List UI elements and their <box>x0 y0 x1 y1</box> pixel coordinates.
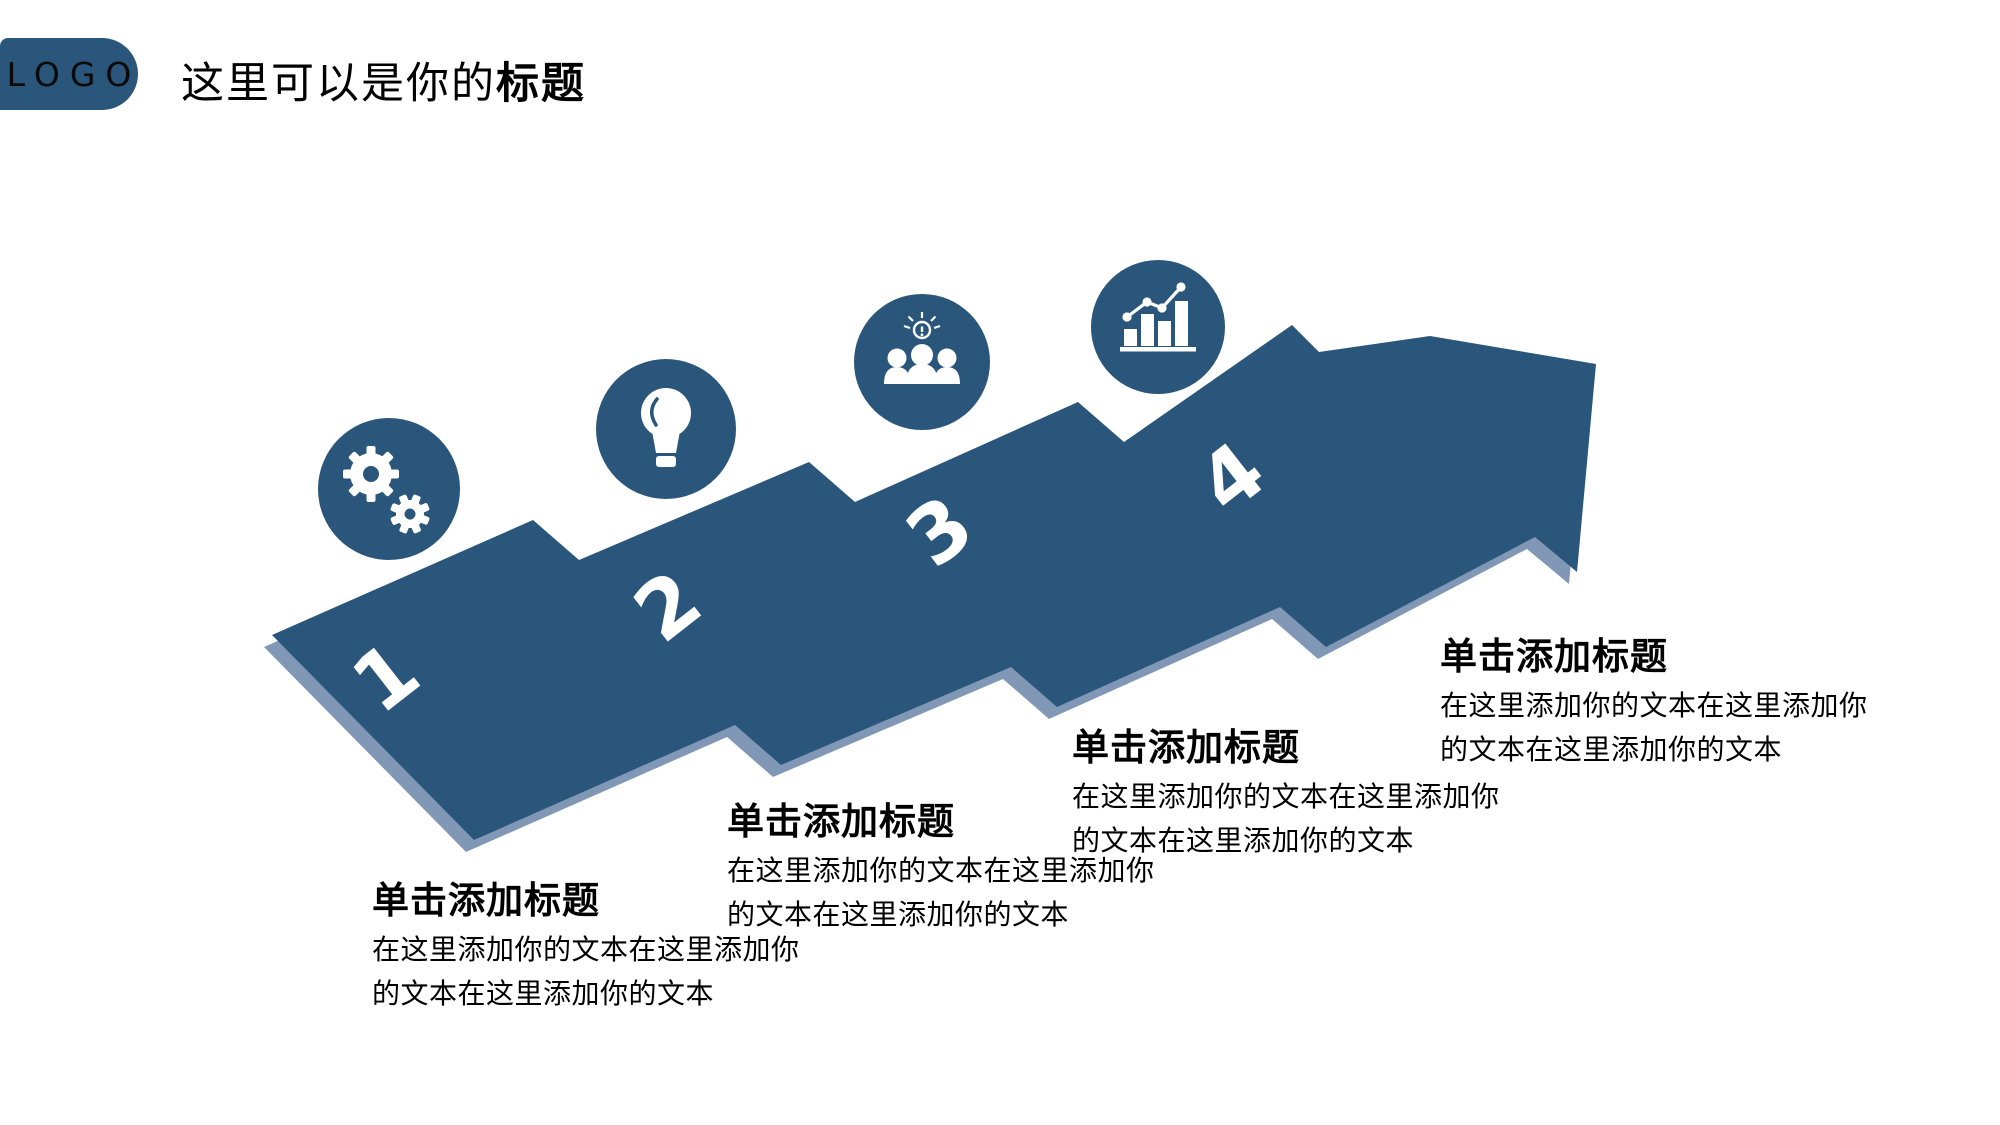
step2-heading: 单击添加标题 <box>727 800 955 843</box>
step3-body-line2: 的文本在这里添加你的文本 <box>1072 824 1415 857</box>
step2-icon-badge <box>596 359 736 499</box>
team-idea-icon <box>884 312 960 384</box>
step1-body-line2: 的文本在这里添加你的文本 <box>372 977 715 1010</box>
growth-chart-icon <box>1120 282 1196 352</box>
step2-body-line2: 的文本在这里添加你的文本 <box>727 898 1070 931</box>
logo-badge: LOGO <box>0 38 138 110</box>
step1-heading: 单击添加标题 <box>372 879 600 922</box>
step4-heading: 单击添加标题 <box>1440 635 1668 678</box>
page-title: 这里可以是你的标题 <box>181 51 586 109</box>
step1-body-line1: 在这里添加你的文本在这里添加你 <box>372 933 800 966</box>
lightbulb-icon <box>641 388 691 467</box>
step4-text-block: 单击添加标题 在这里添加你的文本在这里添加你 的文本在这里添加你的文本 <box>1440 632 1868 772</box>
step2-text-block: 单击添加标题 在这里添加你的文本在这里添加你 的文本在这里添加你的文本 <box>727 797 1155 937</box>
step3-body-line1: 在这里添加你的文本在这里添加你 <box>1072 780 1500 813</box>
step3-text-block: 单击添加标题 在这里添加你的文本在这里添加你 的文本在这里添加你的文本 <box>1072 723 1500 863</box>
step4-icon-badge <box>1091 260 1225 394</box>
gears-icon <box>343 446 430 534</box>
step3-icon-badge <box>854 294 990 430</box>
step1-icon-badge <box>318 418 460 560</box>
logo-text: LOGO <box>6 54 142 94</box>
step2-body-line1: 在这里添加你的文本在这里添加你 <box>727 854 1155 887</box>
step4-body-line1: 在这里添加你的文本在这里添加你 <box>1440 689 1868 722</box>
arrow-face <box>272 325 1596 840</box>
step4-body-line2: 的文本在这里添加你的文本 <box>1440 733 1783 766</box>
page-title-bold: 标题 <box>496 59 586 109</box>
page-title-regular: 这里可以是你的 <box>181 59 496 109</box>
step1-text-block: 单击添加标题 在这里添加你的文本在这里添加你 的文本在这里添加你的文本 <box>372 876 800 1016</box>
step3-heading: 单击添加标题 <box>1072 726 1300 769</box>
